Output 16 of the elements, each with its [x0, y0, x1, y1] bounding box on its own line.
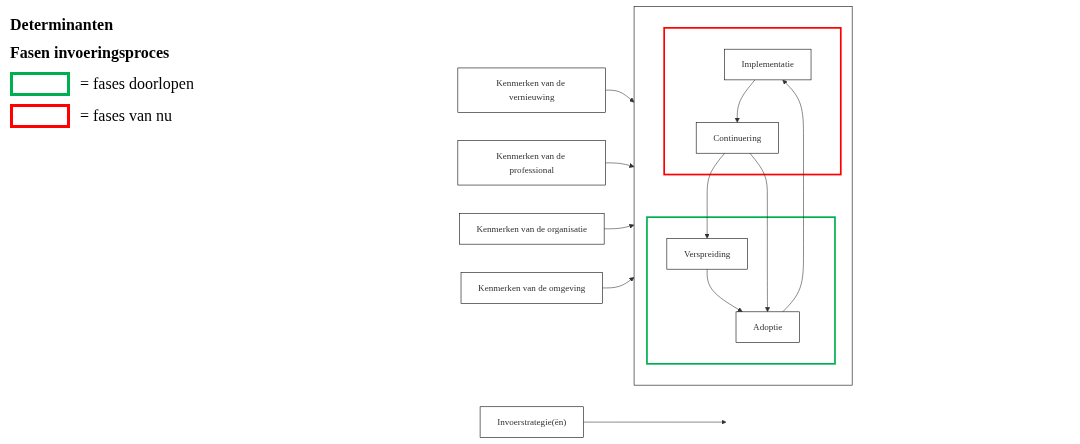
node-box: Kenmerken van de organisatie — [459, 213, 605, 245]
node-box: Continuering — [695, 122, 779, 154]
node-box: Implementatie — [724, 48, 812, 81]
node-box: Kenmerken van de vernieuwing — [457, 67, 606, 113]
node-box: Kenmerken van de omgeving — [460, 272, 603, 304]
node-box: Adoptie — [735, 311, 800, 343]
legend-label: = fases van nu — [80, 107, 173, 125]
legend-label: = fases doorlopen — [80, 75, 194, 93]
cluster — [646, 216, 836, 365]
node-box: Verspreiding — [666, 238, 748, 270]
cluster — [633, 6, 853, 386]
cluster — [663, 27, 842, 176]
heading-label: Determinanten — [10, 16, 115, 34]
node-box: Kenmerken van de professional — [457, 140, 606, 186]
heading-label: Fasen invoeringsproces — [10, 44, 171, 62]
node-box: Invoerstrategie(ën) — [479, 406, 584, 438]
